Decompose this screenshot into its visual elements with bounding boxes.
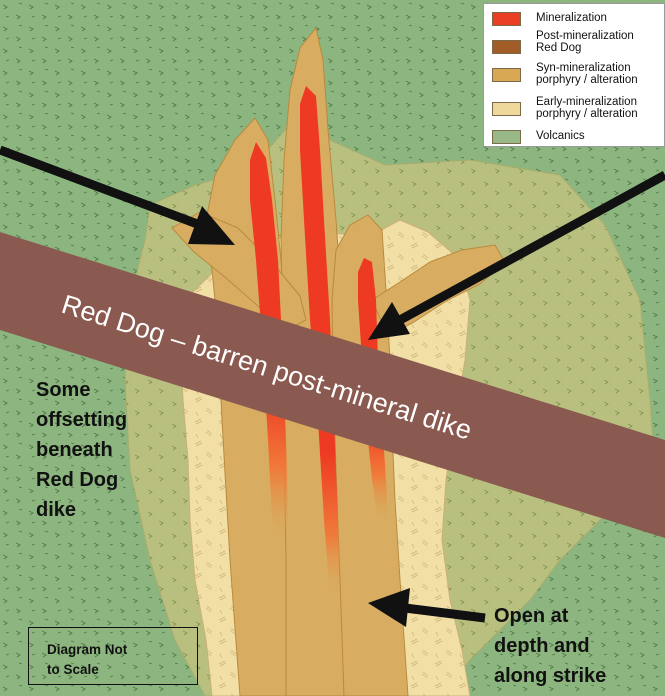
note-line: Open at — [494, 601, 606, 631]
legend-swatch — [492, 40, 521, 54]
legend-swatch — [492, 12, 521, 26]
scale-note-line: to Scale — [47, 660, 197, 680]
legend-swatch — [492, 130, 521, 144]
legend-label: Volcanics — [536, 130, 585, 142]
note-line: Red Dog — [36, 465, 127, 495]
note-line: Some — [36, 375, 127, 405]
legend-swatch — [492, 68, 521, 82]
note-line: beneath — [36, 435, 127, 465]
scale-note-line: Diagram Not — [47, 640, 197, 660]
legend-label: Mineralization — [536, 12, 607, 24]
note-line: depth and — [494, 631, 606, 661]
note-line: dike — [36, 495, 127, 525]
note-line: along strike — [494, 661, 606, 691]
note-line: offsetting — [36, 405, 127, 435]
legend-swatch — [492, 102, 521, 116]
